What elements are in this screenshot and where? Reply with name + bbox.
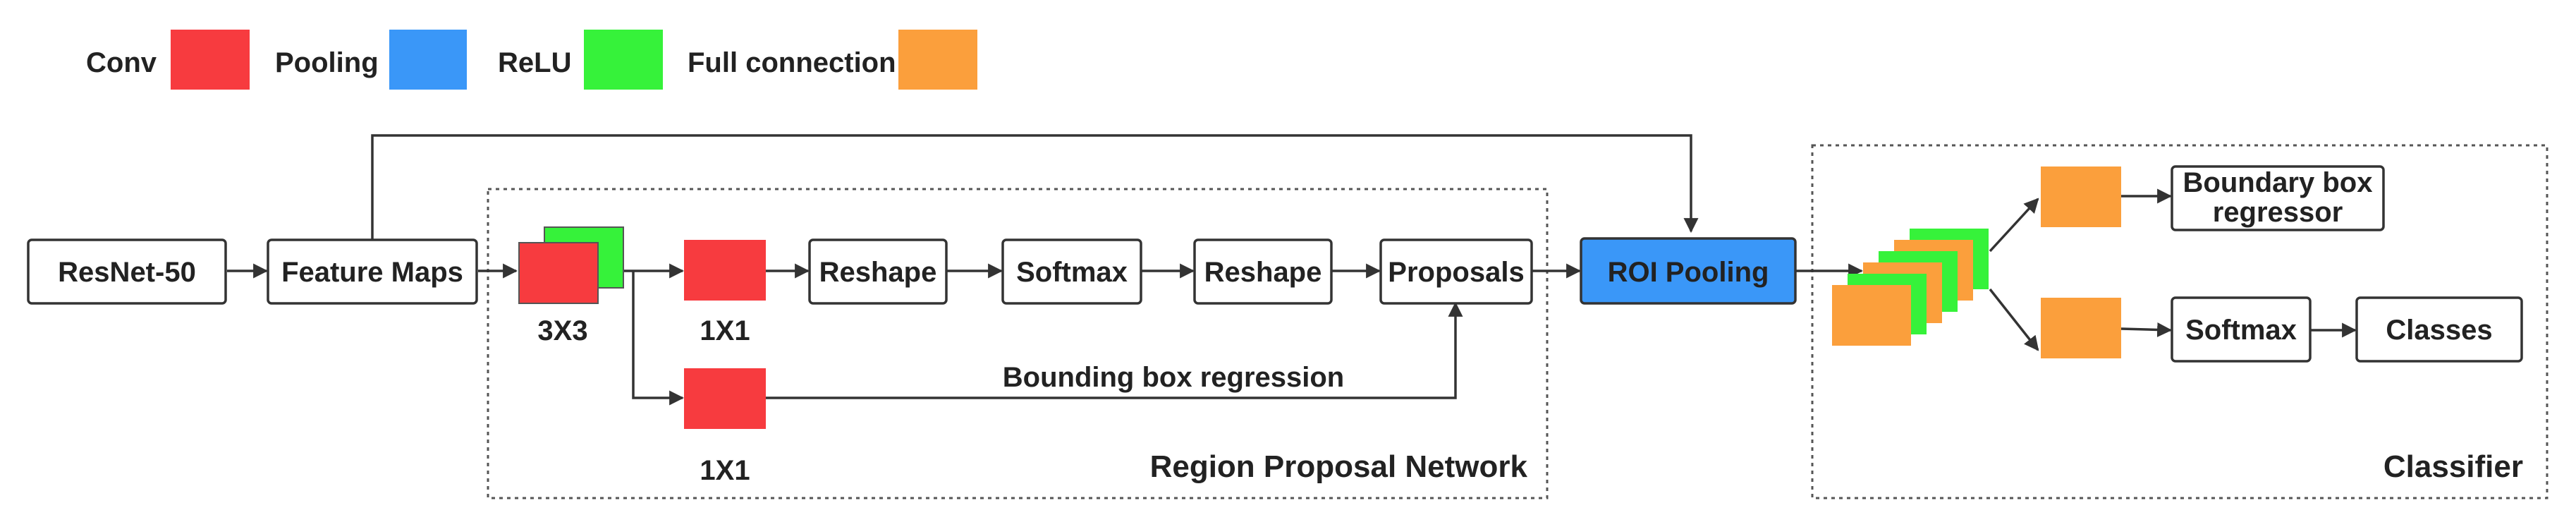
softmax2-label: Softmax: [2185, 315, 2297, 346]
feature-maps-box: [267, 238, 478, 305]
legend-pooling-swatch: [389, 30, 467, 90]
legend-relu-label: ReLU: [498, 47, 571, 78]
edge-fc-bottom-to-softmax2: [2120, 322, 2173, 337]
legend-conv-label: Conv: [86, 47, 157, 78]
node-resnet: ResNet-50: [27, 238, 227, 305]
node-boundary-box-regressor: Boundary box regressor: [2171, 165, 2385, 231]
fc-top-block: [2041, 166, 2121, 227]
node-softmax-1: Softmax: [1001, 238, 1142, 305]
conv1x1b-label: 1X1: [700, 455, 750, 486]
legend-full-connection-label: Full connection: [688, 47, 896, 78]
legend-full-connection-swatch: [898, 30, 977, 90]
reshape1-label: Reshape: [819, 257, 937, 288]
feature-maps-label: Feature Maps: [281, 257, 463, 288]
rpn-frame: [487, 188, 1549, 499]
edges: [227, 134, 2357, 406]
classes-label: Classes: [2386, 315, 2492, 346]
node-roi-pooling: ROI Pooling: [1580, 237, 1797, 305]
rpn-title: Region Proposal Network: [1150, 449, 1528, 484]
reshape1-box: [808, 238, 948, 305]
node-reshape-2: Reshape: [1193, 238, 1333, 305]
node-classes: Classes: [2355, 296, 2523, 363]
classes-box: [2355, 296, 2523, 363]
conv3x3-conv-block: [518, 242, 599, 304]
stack-fc-3: [1832, 285, 1911, 346]
proposals-label: Proposals: [1388, 257, 1524, 288]
conv3x3-label: 3X3: [537, 315, 587, 346]
softmax1-label: Softmax: [1016, 257, 1128, 288]
node-reshape-1: Reshape: [808, 238, 948, 305]
roi-pooling-label: ROI Pooling: [1608, 257, 1769, 288]
boundary-box-label-line2: regressor: [2213, 197, 2343, 228]
roi-pooling-box: [1580, 237, 1797, 305]
legend-relu-swatch: [584, 30, 663, 90]
legend: Conv Pooling ReLU Full connection: [86, 30, 977, 90]
classifier-frame: [1811, 144, 2548, 499]
reshape2-label: Reshape: [1204, 257, 1322, 288]
boundary-box-box: [2171, 165, 2385, 231]
classifier-feature-stack: [1832, 229, 1989, 346]
conv1x1b-block: [684, 368, 766, 429]
node-feature-maps: Feature Maps: [267, 238, 478, 305]
proposals-box: [1379, 238, 1533, 305]
node-proposals: Proposals: [1379, 238, 1533, 305]
edge-conv1x1b-to-proposals: [766, 301, 1463, 399]
edge-stack-to-fc-top: [1989, 198, 2039, 253]
fc-bottom-block: [2041, 298, 2121, 358]
edge-split-to-conv1x1b: [632, 271, 685, 406]
conv1x1a-block: [684, 240, 766, 301]
resnet-label: ResNet-50: [58, 257, 196, 288]
softmax2-box: [2171, 296, 2312, 363]
conv1x1a-label: 1X1: [700, 315, 750, 346]
edge-featuremaps-to-roipooling: [371, 134, 1699, 241]
softmax1-box: [1001, 238, 1142, 305]
legend-conv-swatch: [171, 30, 250, 90]
resnet-box: [27, 238, 227, 305]
reshape2-box: [1193, 238, 1333, 305]
boundary-box-label-line1: Boundary box: [2183, 167, 2373, 198]
node-softmax-2: Softmax: [2171, 296, 2312, 363]
classifier-title: Classifier: [2383, 449, 2523, 484]
bbox-regression-label: Bounding box regression: [1003, 362, 1344, 393]
legend-pooling-label: Pooling: [275, 47, 379, 78]
edge-stack-to-fc-bottom: [1989, 288, 2039, 351]
